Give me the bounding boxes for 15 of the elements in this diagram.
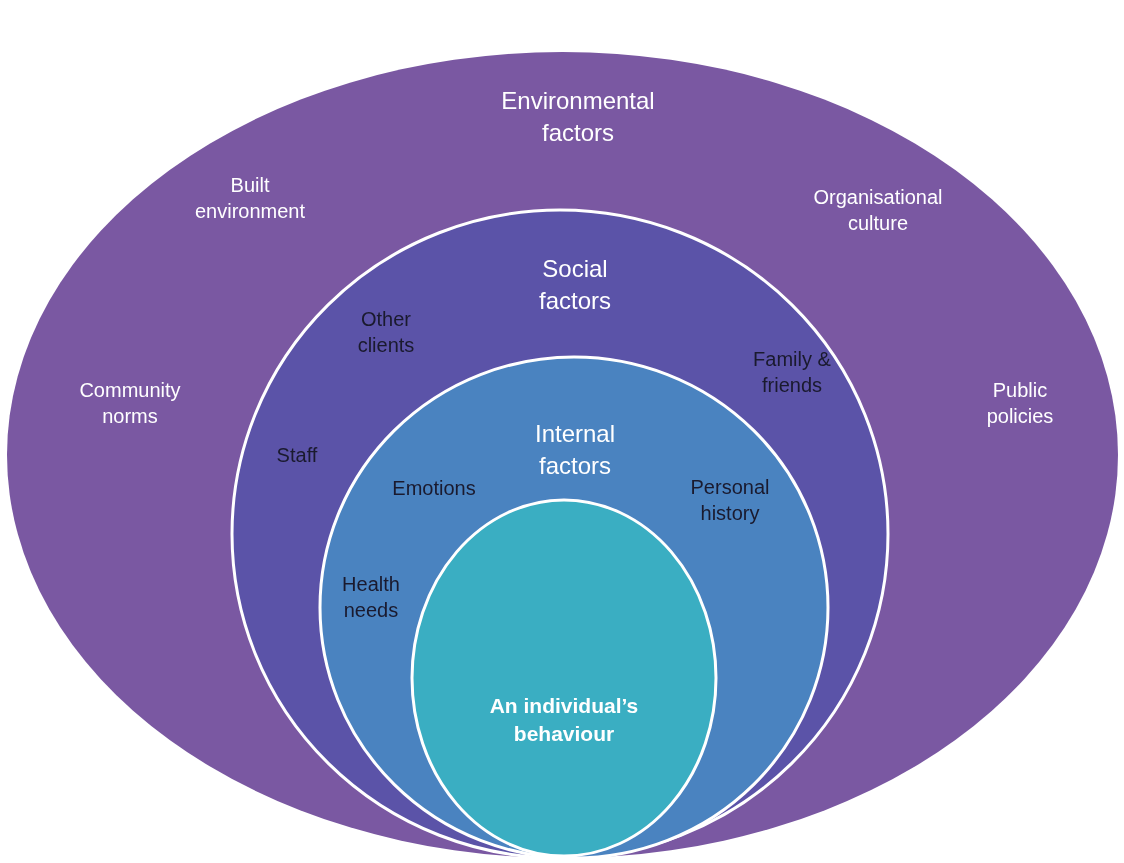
- category-heading: Social factors: [538, 254, 612, 316]
- factor-label: Other clients: [356, 307, 416, 358]
- category-heading: Internal factors: [533, 419, 617, 481]
- factor-label: Family & friends: [752, 347, 832, 398]
- factor-label: Emotions: [391, 476, 477, 501]
- factor-label: Staff: [275, 443, 319, 468]
- factor-label: Health needs: [341, 572, 401, 623]
- factor-label: Public policies: [985, 378, 1055, 429]
- factor-label: Personal history: [689, 475, 771, 526]
- factor-label: Community norms: [78, 378, 182, 429]
- outer-ellipse: [5, 50, 1120, 860]
- category-heading: Environmental factors: [500, 86, 656, 148]
- factor-label: Organisational culture: [812, 185, 944, 236]
- behaviour-label: An individual’s behaviour: [489, 693, 639, 747]
- factor-label: Built environment: [193, 173, 307, 224]
